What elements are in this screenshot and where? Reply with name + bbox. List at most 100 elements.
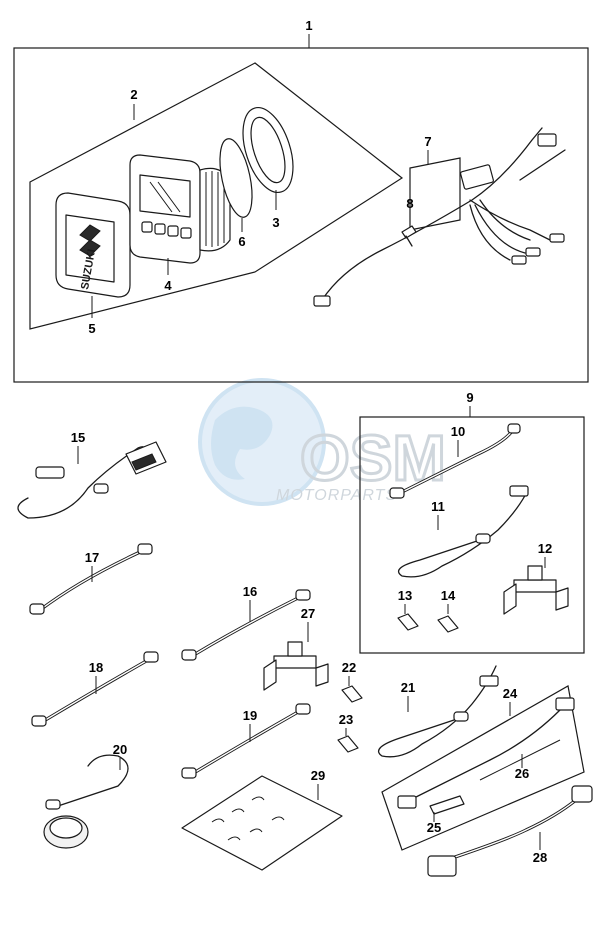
harness-trunk xyxy=(321,127,543,301)
harness-plug xyxy=(313,295,331,307)
tee-27-end-b xyxy=(315,663,329,687)
gauge-subframe-outline xyxy=(29,62,404,330)
cable-18-plug-b xyxy=(143,651,159,663)
watermark-continent-shape xyxy=(211,406,273,480)
sensor-20 xyxy=(43,754,129,849)
harness-connector-main xyxy=(460,164,494,190)
cable-17 xyxy=(29,543,153,615)
gauge-button-3 xyxy=(167,225,179,237)
harness-28-wire xyxy=(444,798,578,862)
callout-25: 25 xyxy=(427,820,441,835)
callout-12: 12 xyxy=(538,541,552,556)
harness-branch-3 xyxy=(469,204,511,261)
cable-15-plug xyxy=(93,483,109,494)
callout-23: 23 xyxy=(339,712,353,727)
callout-14: 14 xyxy=(441,588,456,603)
harness-24-tie xyxy=(429,795,465,815)
gauge-screen xyxy=(139,174,191,218)
cable-18-plug-a xyxy=(31,715,47,727)
callout-7: 7 xyxy=(424,134,431,149)
suzuki-logo-icon xyxy=(79,224,101,257)
callout-24: 24 xyxy=(503,686,518,701)
cable-19-plug-a xyxy=(181,767,197,779)
tee-connector-12 xyxy=(503,557,569,615)
screw-part xyxy=(401,212,417,247)
callout-20: 20 xyxy=(113,742,127,757)
tee-27-stem xyxy=(287,641,303,657)
gauge-subframe xyxy=(29,62,404,330)
tee-27-body xyxy=(273,655,317,669)
tee-connector-27 xyxy=(263,622,329,691)
harness-24-wire xyxy=(409,709,561,801)
callout-10: 10 xyxy=(451,424,465,439)
callout-29: 29 xyxy=(311,768,325,783)
cable-17-plug-b xyxy=(137,543,153,555)
terminator-23-body xyxy=(337,735,359,753)
callout-17: 17 xyxy=(85,550,99,565)
tee-27-end-a xyxy=(263,659,277,691)
harness-24-connector-b xyxy=(397,795,417,809)
harness-28 xyxy=(427,785,593,877)
bag-29-contents xyxy=(211,796,285,841)
cable-16-plug-a xyxy=(181,649,197,661)
terminator-14-body xyxy=(437,615,459,633)
o-ring-part xyxy=(219,138,253,232)
cable-10 xyxy=(389,423,521,499)
terminator-22-body xyxy=(341,685,363,703)
watermark-brand: OSM xyxy=(300,422,446,494)
harness-bracket xyxy=(409,157,461,231)
gauge-screen-glare xyxy=(149,181,181,213)
kit-frame-24 xyxy=(381,685,585,851)
harness-branch-5 xyxy=(519,149,566,181)
callout-3: 3 xyxy=(272,215,279,230)
harness-branch-2 xyxy=(479,199,531,241)
callouts: 1 2 3 4 5 6 7 8 9 10 11 12 13 14 15 16 1… xyxy=(71,18,552,865)
callout-15: 15 xyxy=(71,430,85,445)
gauge-button-4 xyxy=(180,227,192,239)
harness-terminal-1 xyxy=(549,233,565,243)
callout-1: 1 xyxy=(305,18,312,33)
cable-17-plug-a xyxy=(29,603,45,615)
cover-part: SUZUKI xyxy=(55,192,131,318)
harness-24 xyxy=(397,697,575,822)
terminator-13 xyxy=(397,604,419,631)
harness-part xyxy=(313,127,566,307)
harness-connector-top xyxy=(537,133,557,147)
callout-22: 22 xyxy=(342,660,356,675)
watermark: OSM MOTORPARTS xyxy=(198,378,447,506)
terminator-22 xyxy=(341,676,363,703)
tee-12-end-a xyxy=(503,583,517,615)
kit-frame-1 xyxy=(13,34,589,383)
harness-terminal-2 xyxy=(511,255,527,265)
cable-16-plug-b xyxy=(295,589,311,601)
nut-part xyxy=(242,107,294,210)
watermark-sub: MOTORPARTS xyxy=(276,487,397,504)
cable-21-wire xyxy=(377,665,497,758)
tee-12-end-b xyxy=(555,587,569,611)
cable-15-module-face xyxy=(131,453,157,471)
harness-24-sleeve xyxy=(479,739,561,781)
kit-frame-9 xyxy=(359,406,585,654)
callout-28: 28 xyxy=(533,850,547,865)
tee-12-stem xyxy=(527,565,543,581)
harness-24-connector-a xyxy=(555,697,575,711)
terminator-23 xyxy=(337,728,359,753)
cable-16 xyxy=(181,589,311,661)
harness-branch-4 xyxy=(474,204,526,254)
cable-15 xyxy=(17,441,167,519)
nut-inner xyxy=(250,116,286,184)
callout-21: 21 xyxy=(401,680,415,695)
callout-8: 8 xyxy=(406,196,413,211)
cable-11 xyxy=(397,485,529,578)
kit-frame-outline xyxy=(13,47,589,383)
cable-10-plug-a xyxy=(389,487,405,499)
bag-29-outline xyxy=(181,775,343,871)
cable-21-plug xyxy=(453,711,469,722)
harness-28-connector-b xyxy=(571,785,593,803)
cable-11-wire xyxy=(397,489,529,578)
terminator-14 xyxy=(437,604,459,633)
terminator-13-body xyxy=(397,613,419,631)
cable-19-plug-b xyxy=(295,703,311,715)
kit-frame-24-outline xyxy=(381,685,585,851)
kit-frame-9-outline xyxy=(359,416,585,654)
